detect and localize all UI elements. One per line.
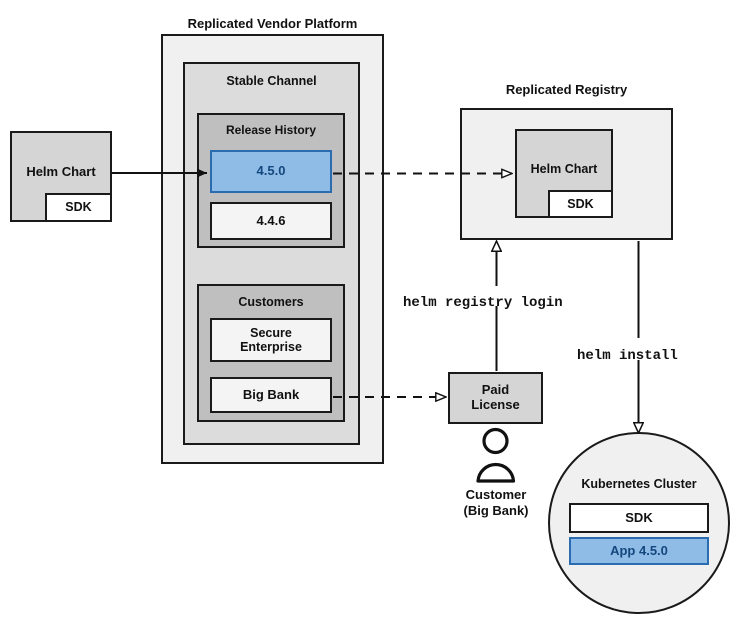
release-version-current-label: 4.5.0 bbox=[256, 163, 286, 179]
customers-title: Customers bbox=[238, 295, 304, 309]
source-sdk-label: SDK bbox=[65, 200, 92, 215]
source-sdk[interactable]: SDK bbox=[45, 193, 112, 222]
source-helm-chart-label: Helm Chart bbox=[26, 164, 96, 179]
stable-channel-title: Stable Channel bbox=[226, 74, 317, 88]
release-history-title: Release History bbox=[225, 123, 317, 137]
helm-install-label: helm install bbox=[577, 348, 678, 364]
registry-title: Replicated Registry bbox=[505, 82, 628, 97]
release-version-current[interactable]: 4.5.0 bbox=[210, 150, 332, 193]
customer-big-bank[interactable]: Big Bank bbox=[210, 377, 332, 413]
registry-sdk-label: SDK bbox=[567, 196, 594, 211]
cluster-sdk-node[interactable]: SDK bbox=[569, 503, 709, 533]
registry-helm-chart-label: Helm Chart bbox=[530, 162, 598, 176]
customer-big-bank-label: Big Bank bbox=[242, 386, 300, 402]
helm-registry-login-label: helm registry login bbox=[403, 295, 563, 311]
customer-secure-enterprise[interactable]: Secure Enterprise bbox=[210, 318, 332, 362]
kubernetes-cluster-title: Kubernetes Cluster bbox=[581, 477, 697, 491]
paid-license-node[interactable]: Paid License bbox=[448, 372, 543, 424]
cluster-app-node[interactable]: App 4.5.0 bbox=[569, 537, 709, 565]
release-version-previous[interactable]: 4.4.6 bbox=[210, 202, 332, 240]
customer-person-label: Customer (Big Bank) bbox=[463, 487, 529, 518]
registry-sdk[interactable]: SDK bbox=[548, 190, 613, 218]
release-version-previous-label: 4.4.6 bbox=[256, 212, 286, 228]
platform-title: Replicated Vendor Platform bbox=[187, 16, 358, 31]
paid-license-label: Paid License bbox=[471, 382, 520, 412]
cluster-app-label: App 4.5.0 bbox=[610, 542, 668, 558]
customer-secure-enterprise-label: Secure Enterprise bbox=[240, 325, 302, 354]
cluster-sdk-label: SDK bbox=[625, 509, 653, 525]
